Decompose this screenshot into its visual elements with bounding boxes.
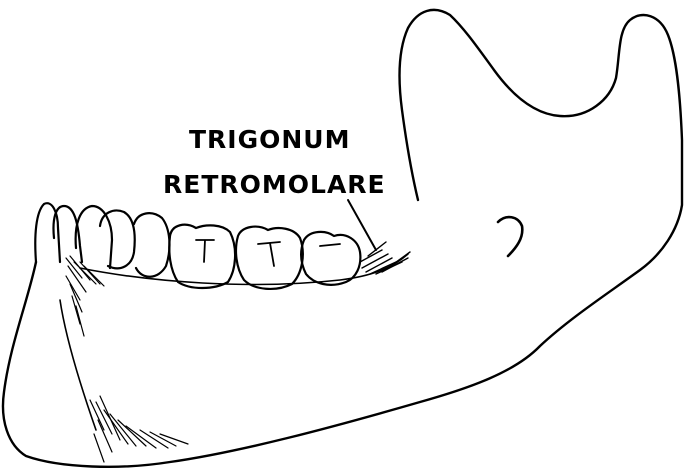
- anterior-gum-hatching: [66, 256, 104, 336]
- molar-tooth: [236, 227, 303, 289]
- molar-root-mark: [320, 244, 340, 246]
- chin-hatching: [90, 396, 188, 462]
- premolar-tooth: [134, 213, 169, 277]
- chin-inner-contour: [60, 300, 96, 430]
- premolar-tooth: [100, 211, 135, 269]
- retromolar-hatching: [360, 242, 410, 274]
- tooth-row: [35, 203, 360, 289]
- molar-tooth: [301, 232, 360, 285]
- molar-tooth: [169, 225, 235, 288]
- molar-root-mark: [196, 240, 214, 262]
- annotation-label-line1: TRIGONUM: [189, 125, 350, 154]
- mental-foramen: [498, 217, 522, 256]
- mandible-outline: [3, 10, 682, 467]
- annotation-label-line2: RETROMOLARE: [163, 170, 386, 199]
- annotation-leader-line: [348, 200, 376, 250]
- molar-root-mark: [258, 242, 280, 266]
